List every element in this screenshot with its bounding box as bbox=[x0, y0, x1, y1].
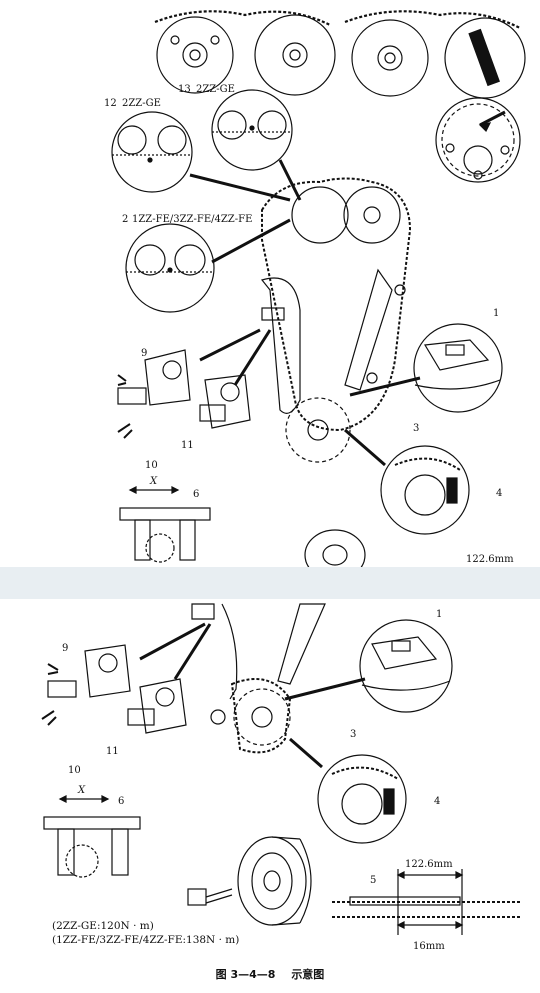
dimension-x-bottom: X bbox=[77, 785, 86, 796]
chain-length-measurement bbox=[332, 869, 520, 935]
chain-guides-bottom bbox=[139, 603, 326, 754]
callout-3-bottom: 3 bbox=[350, 729, 356, 740]
callout-10-bottom: 10 bbox=[68, 765, 81, 776]
pulley-bolt bbox=[187, 888, 233, 906]
label-2: 2 bbox=[122, 214, 128, 225]
callout-5: 5 bbox=[370, 875, 376, 886]
timing-mark-detail-13 bbox=[211, 89, 293, 171]
callout-1-bottom: 1 bbox=[436, 609, 442, 620]
torque-spec-1zz-3zz-4zz: (1ZZ-FE/3ZZ-FE/4ZZ-FE:138N · m) bbox=[52, 934, 240, 946]
caliper-measurement-top bbox=[119, 486, 211, 563]
callout-6: 6 bbox=[193, 489, 199, 500]
callout-11-bottom: 11 bbox=[106, 746, 119, 757]
callout-4-bottom: 4 bbox=[434, 796, 440, 807]
figure-number: 图 3—4—8 bbox=[215, 968, 276, 981]
callout-6-bottom: 6 bbox=[118, 796, 124, 807]
callout-9-bottom: 9 bbox=[62, 643, 68, 654]
timing-mark-detail-2 bbox=[125, 223, 215, 313]
callout-3: 3 bbox=[413, 423, 419, 434]
dimension-122-6mm: 122.6mm bbox=[466, 554, 514, 565]
callout-10: 10 bbox=[145, 460, 158, 471]
dimension-x: X bbox=[149, 476, 158, 487]
crank-sprocket-detail-bottom bbox=[289, 737, 407, 844]
caliper-measurement-bottom bbox=[43, 795, 141, 878]
dimension-122-6mm-bottom: 122.6mm bbox=[405, 859, 453, 870]
chain-guide-detail-1-bottom bbox=[284, 619, 453, 713]
label-13: 13 bbox=[178, 84, 191, 95]
chain-tensioner-bottom bbox=[41, 644, 187, 734]
scan-gap-band bbox=[0, 567, 540, 599]
bottom-diagram-panel: 1 9 11 10 3 4 X 6 5 122.6mm 16mm bbox=[0, 599, 540, 993]
chain-tensioner-top bbox=[117, 307, 285, 439]
main-timing-chain bbox=[260, 177, 412, 463]
timing-chain-diagram-bottom: 1 9 11 10 3 4 X 6 5 122.6mm 16mm bbox=[41, 603, 520, 952]
figure-caption: 图 3—4—8 示意图 bbox=[0, 966, 540, 982]
torque-spec-2zz-ge: (2ZZ-GE:120N · m) bbox=[52, 920, 154, 932]
crank-sprocket-detail bbox=[344, 428, 470, 535]
callout-9: 9 bbox=[141, 348, 147, 359]
engine-code-13: 2ZZ-GE bbox=[196, 84, 235, 95]
timing-mark-detail-12 bbox=[111, 111, 193, 193]
vvt-gear-detail bbox=[435, 97, 521, 183]
crank-pulley-top-partial bbox=[304, 529, 366, 567]
camshaft-sprocket-pair-right bbox=[344, 10, 526, 99]
timing-chain-diagram-top: 12 2ZZ-GE 13 2ZZ-GE 2 1ZZ-FE/3ZZ-FE/4ZZ-… bbox=[104, 10, 526, 567]
crank-pulley bbox=[237, 836, 312, 926]
engine-code-2: 1ZZ-FE/3ZZ-FE/4ZZ-FE bbox=[132, 214, 252, 225]
camshaft-sprocket-pair-left bbox=[154, 10, 336, 96]
engine-code-12: 2ZZ-GE bbox=[122, 98, 161, 109]
top-diagram-panel: 12 2ZZ-GE 13 2ZZ-GE 2 1ZZ-FE/3ZZ-FE/4ZZ-… bbox=[104, 10, 526, 567]
chain-guide-detail-1 bbox=[349, 323, 503, 413]
callout-11: 11 bbox=[181, 440, 194, 451]
callout-4: 4 bbox=[496, 488, 502, 499]
dimension-16mm: 16mm bbox=[413, 941, 445, 952]
figure-title: 示意图 bbox=[291, 968, 325, 981]
label-12: 12 bbox=[104, 98, 117, 109]
callout-1: 1 bbox=[493, 308, 499, 319]
